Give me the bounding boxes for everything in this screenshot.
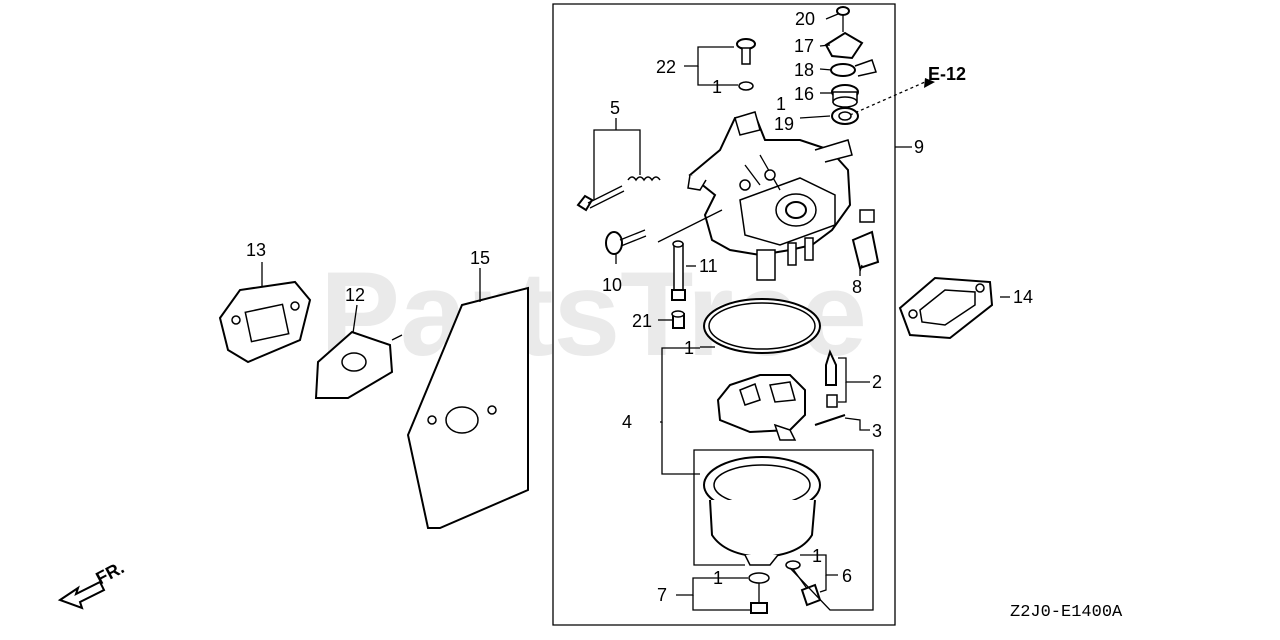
part-2-float-needle	[825, 349, 838, 408]
callout-13: 13	[246, 240, 266, 260]
part-15-plate	[406, 286, 529, 529]
diagram-code: Z2J0-E1400A	[1010, 603, 1123, 622]
reference-label: E-12	[928, 64, 966, 84]
callout-2: 2	[872, 372, 882, 392]
part-10-drain-screw	[605, 229, 647, 255]
part-20-screw	[836, 6, 850, 32]
part-8-solenoid	[851, 209, 880, 276]
callout-10: 10	[602, 275, 622, 295]
front-direction-arrow	[57, 580, 106, 610]
part-3-float-pin	[814, 414, 846, 426]
part-22-screw	[736, 38, 756, 65]
callout-1-washer: 1	[713, 568, 723, 588]
part-18-lever	[830, 59, 877, 77]
callout-16: 16	[794, 84, 814, 104]
callout-9: 9	[914, 137, 924, 157]
part-14-gasket	[898, 276, 994, 340]
reference-arrow	[924, 78, 935, 88]
part-12-insulator	[314, 330, 403, 399]
callout-11: 11	[699, 256, 718, 276]
float	[716, 374, 806, 441]
callout-1-upper: 1	[776, 94, 786, 114]
part-13-gasket	[218, 280, 312, 364]
part-19-seal	[831, 107, 859, 125]
callout-4: 4	[622, 412, 632, 432]
callout-22: 22	[656, 57, 676, 77]
part-16-valve	[831, 84, 859, 108]
callout-1-bolt: 1	[812, 546, 822, 566]
callout-21: 21	[632, 311, 652, 331]
callout-7: 7	[657, 585, 667, 605]
leader-lines	[261, 13, 1010, 611]
gasket-inner	[708, 302, 816, 350]
assembly-frame	[552, 3, 896, 626]
part-7-bolt	[748, 572, 770, 614]
callout-12: 12	[345, 285, 365, 305]
callout-19: 19	[774, 114, 794, 134]
callout-14: 14	[1013, 287, 1033, 307]
part-5-pilot-screw	[576, 176, 661, 212]
callout-5: 5	[610, 98, 620, 118]
part-6-drain-bolt	[785, 560, 822, 607]
callout-3: 3	[872, 421, 882, 441]
callout-17: 17	[794, 36, 814, 56]
part-11-main-nozzle	[671, 240, 686, 301]
o-ring-small	[738, 81, 754, 91]
callout-18: 18	[794, 60, 814, 80]
callout-8: 8	[852, 277, 862, 297]
callout-6: 6	[842, 566, 852, 586]
callout-1-gasket: 1	[684, 338, 694, 358]
callout-1-oring: 1	[712, 77, 722, 97]
part-17-plate	[824, 31, 864, 60]
callout-20: 20	[795, 9, 815, 29]
carburetor-body	[687, 111, 853, 281]
part-21-main-jet	[671, 310, 685, 329]
callout-15: 15	[470, 248, 490, 268]
float-bowl	[703, 456, 821, 566]
